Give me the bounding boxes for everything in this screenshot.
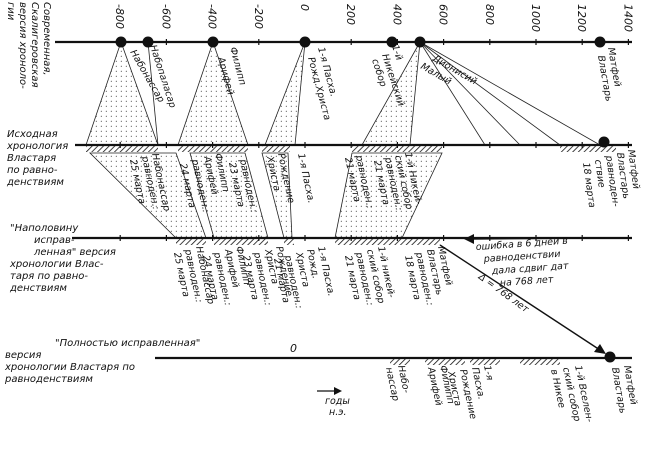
shift-arrows [317,234,606,395]
dot-vlastar-original [598,136,610,148]
side-half-line: "Наполовину [10,223,79,234]
projection-funnels [85,40,443,239]
side-modern-line: Современная, [41,2,52,76]
dot-nicaea [386,36,398,48]
tick-label: 200 [344,4,357,25]
years-note-line: н.э. [329,407,346,418]
dot-philip [207,36,219,48]
tick-label: 800 [483,4,496,25]
side-original-line: хронология [6,141,68,152]
dot-christ [299,36,311,48]
error-note-line: дала сдвиг дат [490,261,569,277]
dot-nabonassar [115,36,127,48]
tick-marks [119,39,630,241]
zero-label: 0 [290,342,297,355]
side-original-line: по равно- [7,165,58,176]
side-full-line: "Полностью исправленная" [55,338,200,349]
side-modern-line: версия хроноло- [17,2,28,89]
side-half-line: хронологии Влас- [9,259,104,270]
tick-label: 1400 [621,4,634,32]
funnel-nabonassar [85,40,159,146]
side-original-line: Исходная [7,129,58,140]
side-half-line: таря по равно- [10,271,88,282]
dot-dionysius [414,36,426,48]
side-half-line: денствиям [9,283,67,294]
tick-label: -800 [113,4,126,29]
bottom-label: 1-я [481,364,495,381]
side-half-line: ленная" версия [33,247,116,258]
years-note-line: годы [325,396,350,407]
side-full-line: равноденствиям [4,374,93,385]
tick-label: 400 [390,4,403,25]
original-label: 1-я Пасха. [295,152,316,204]
side-original-line: Властаря [7,153,56,164]
side-full-line: версия [5,350,41,361]
funnel-christ [264,41,306,146]
event-dots [115,36,616,363]
projection-rays [147,41,601,146]
tick-label: 0 [298,4,311,11]
tick-label: 600 [437,4,450,25]
tick-label: 1200 [575,4,588,32]
original-label: Матфей [625,149,641,190]
original-label: ствие [592,159,607,189]
side-modern-line: Скалигеровская [29,2,40,88]
top-label: 1-й [389,44,404,62]
tick-label: -400 [206,4,219,29]
tick-label: -600 [159,4,172,29]
dot-vlastar-full [604,351,616,363]
tick-label: 1000 [529,4,542,32]
side-full-line: хронологии Властаря по [4,362,135,373]
tick-label: -200 [252,4,265,29]
tick-labels: -800 -600 -400 -200 0 200 400 600 800 1000 1200 140… [113,4,634,32]
side-modern-line: гии [5,2,16,21]
dot-nabopalasar [142,36,154,48]
error-note-line: равноденствии [482,249,560,265]
side-original-line: денствиям [6,177,64,188]
dot-vlastar-top [594,36,606,48]
error-note-line: на 768 лет [499,274,554,289]
side-half-line: исправ- [34,235,75,246]
side-label-full: "Полностью исправленная" версияхронологии… [4,338,200,385]
event-bars [86,146,616,365]
